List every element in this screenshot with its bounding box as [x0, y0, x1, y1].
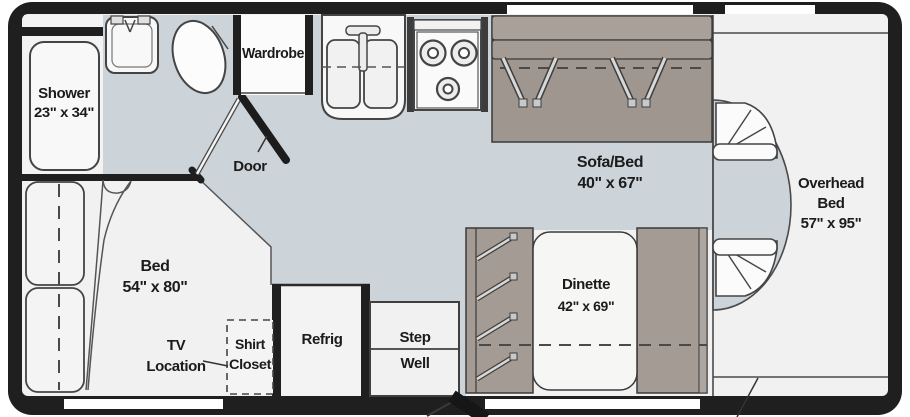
bed-label: Bed: [140, 258, 169, 275]
bed-blanket-line-2: [87, 180, 132, 391]
bed-group: [25, 179, 132, 393]
overhead-bed-label-2: Bed: [817, 195, 844, 212]
step-well-label-2: Well: [401, 355, 430, 372]
windows: [64, 5, 815, 409]
tv-location-label-2: Location: [146, 358, 206, 375]
leader-line-bottom-right: [736, 377, 759, 417]
sofa-bed-dims: 40" x 67": [578, 175, 643, 192]
bathroom-sink-icon: [105, 15, 159, 74]
kitchen-sink-icon: [321, 14, 406, 120]
window-top-1: [507, 5, 693, 14]
bathroom-door-icon: [194, 93, 290, 176]
wardrobe-label: Wardrobe: [242, 45, 304, 62]
dinette-label: Dinette: [562, 276, 610, 293]
bed-floor-boundary: [196, 176, 272, 285]
stove-icon: [407, 17, 488, 112]
toilet-icon: [171, 19, 229, 95]
bed-blanket-line-1: [85, 179, 104, 391]
door-label: Door: [233, 158, 267, 175]
dinette-table: [532, 231, 638, 391]
shirt-closet-box: [226, 319, 274, 395]
dinette-group: [465, 227, 708, 394]
window-bottom-2: [485, 399, 700, 409]
step-well-label-1: Step: [400, 329, 431, 346]
shirt-closet-label-1: Shirt: [235, 336, 266, 352]
wall-stub: [188, 166, 205, 184]
bath-bed-wall: [22, 174, 197, 181]
entry-door-icon: [426, 390, 490, 417]
window-top-2: [725, 5, 815, 14]
bed-cushion-bottom: [25, 287, 85, 393]
shower-label: Shower: [38, 85, 90, 102]
driver-seat-icon: [712, 102, 778, 161]
bed-cushion-top: [25, 181, 85, 286]
overhead-bed-label-1: Overhead: [798, 175, 864, 192]
passenger-seat-icon: [712, 238, 778, 297]
overhead-bed-dims: 57" x 95": [801, 215, 862, 232]
tv-location-label-1: TV: [167, 337, 186, 354]
bed-blanket-curl: [102, 179, 132, 194]
shower-dims: 23" x 34": [34, 104, 94, 120]
wardrobe-cabinet: [233, 15, 313, 95]
sofa-bed-label: Sofa/Bed: [577, 154, 643, 171]
bed-dims: 54" x 80": [123, 279, 188, 296]
shower-pan: [29, 41, 100, 171]
tv-leader-line: [202, 360, 229, 367]
shower-wall-band: [22, 27, 103, 36]
sofa-bed: [491, 15, 713, 143]
refrigerator: [272, 283, 370, 396]
dinette-dims: 42" x 69": [558, 298, 614, 314]
step-well-box: [369, 301, 460, 397]
dinette-bench-legs-icon: [475, 232, 518, 382]
refrig-label: Refrig: [302, 331, 343, 348]
dinette-bench-right: [636, 227, 708, 394]
window-bottom-1: [64, 399, 223, 409]
shirt-closet-label-2: Closet: [229, 356, 272, 372]
sofa-legs-icon: [500, 56, 668, 108]
